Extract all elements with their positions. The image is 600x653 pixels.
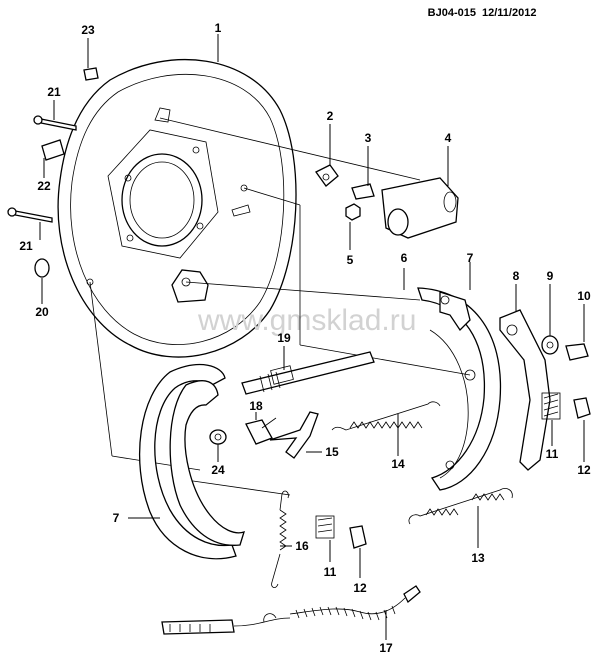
adjuster-strut: [241, 351, 375, 395]
callout-13: 13: [471, 551, 485, 565]
callout-11-left: 11: [324, 565, 337, 579]
callout-17: 17: [379, 641, 393, 653]
watermark: www.gmsklad.ru: [197, 304, 416, 337]
callout-23: 23: [81, 23, 95, 37]
callout-18: 18: [249, 399, 263, 413]
callout-19: 19: [277, 331, 291, 345]
callout-8: 8: [513, 269, 520, 283]
callout-5: 5: [347, 253, 354, 267]
callout-1: 1: [215, 21, 222, 35]
backing-plate: [57, 58, 297, 358]
header: BJ04-015 12/11/2012: [428, 7, 537, 19]
fasteners-left: [7, 67, 99, 278]
callout-21-bottom: 21: [19, 239, 33, 253]
callout-3: 3: [365, 131, 372, 145]
callout-15: 15: [325, 445, 339, 459]
callouts: 1 2 3 4 5 6 7 7 8 9 10 11 11 12 12 13 14…: [19, 21, 591, 653]
callout-11-right: 11: [546, 447, 559, 461]
upper-return-spring: [331, 401, 441, 431]
callout-10: 10: [577, 289, 591, 303]
brake-shoe-left: [139, 364, 245, 560]
callout-24: 24: [211, 463, 225, 477]
leader-lines: [39, 34, 585, 640]
callout-6: 6: [401, 251, 408, 265]
spring-cups-right: [541, 392, 591, 420]
adjuster-lever-parts: [209, 411, 319, 459]
callout-16: 16: [295, 539, 309, 553]
brake-shoe-right: [417, 287, 502, 491]
callout-7-right: 7: [467, 251, 474, 265]
callout-12-right: 12: [577, 463, 591, 477]
parking-lever: [499, 309, 589, 471]
callout-2: 2: [327, 109, 334, 123]
callout-14: 14: [391, 457, 405, 471]
lower-return-spring: [408, 488, 513, 525]
callout-4: 4: [445, 131, 452, 145]
callout-12-left: 12: [353, 581, 367, 595]
callout-7-left: 7: [113, 511, 120, 525]
spring-cups-left: [271, 490, 367, 588]
wheel-cylinder: [315, 164, 459, 239]
callout-21-top: 21: [47, 85, 61, 99]
header-date: 12/11/2012: [482, 7, 536, 19]
callout-22: 22: [37, 179, 51, 193]
callout-9: 9: [547, 269, 554, 283]
callout-20: 20: [35, 305, 49, 319]
header-code: BJ04-015: [428, 7, 476, 19]
parking-brake-cable: [161, 585, 421, 635]
